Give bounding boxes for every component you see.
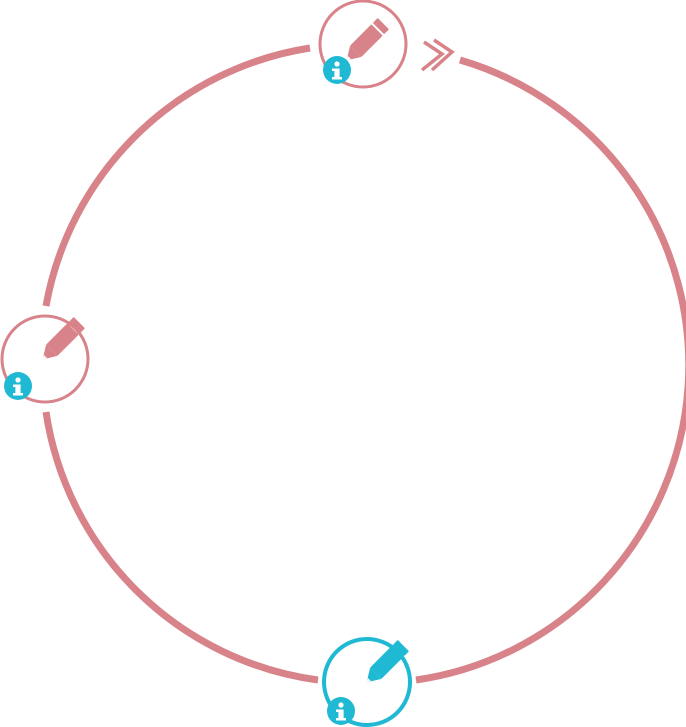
ring-arc-bottom-right [415,56,686,684]
ring-arc-left-bottom [42,411,319,684]
chevron-inner [430,38,455,72]
chevron-outer [420,40,445,72]
info-icon [323,56,351,84]
pencil-icon [346,18,389,61]
info-icon [4,372,32,400]
info-icon [327,697,355,725]
cycle-node-bottom[interactable] [322,637,412,727]
cycle-node-top[interactable] [318,0,408,89]
pencil-icon [366,640,409,683]
ring-arc-top-left [42,44,311,307]
cycle-node-left[interactable] [0,314,90,404]
cycle-ring [42,44,686,684]
pencil-icon [42,317,85,360]
double-chevron-right-icon [420,38,455,72]
